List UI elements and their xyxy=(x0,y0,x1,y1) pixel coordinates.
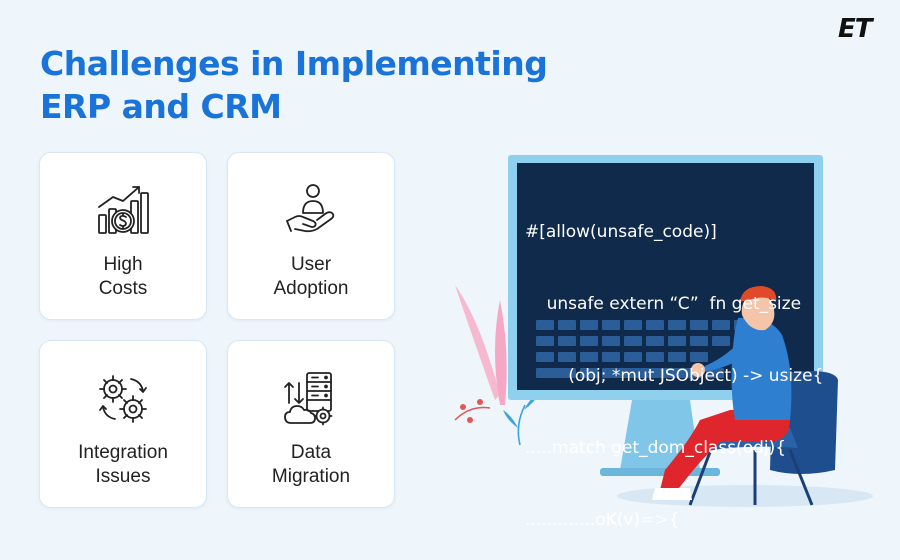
rising-costs-coin-icon xyxy=(98,186,149,234)
developer-figure xyxy=(652,286,792,500)
code-line: #[allow(unsafe_code)] xyxy=(525,222,717,242)
page-title-line-2: ERP and CRM xyxy=(40,87,282,126)
card-label: Integration Issues xyxy=(40,441,206,489)
code-line: .............oK(v)=>{ xyxy=(525,510,680,530)
decorative-plant-left xyxy=(454,285,540,446)
card-label-line-1: Data xyxy=(290,442,332,463)
card-label-line-1: Integration xyxy=(78,442,168,463)
card-label-line-2: Adoption xyxy=(273,278,349,299)
arm xyxy=(700,335,752,372)
card-integration-issues: Integration Issues xyxy=(39,340,207,508)
card-user-adoption: User Adoption xyxy=(227,152,395,320)
card-label-line-2: Issues xyxy=(95,466,151,487)
page-title: Challenges in Implementing ERP and CRM xyxy=(40,42,560,128)
card-label: High Costs xyxy=(40,253,206,301)
hair xyxy=(740,286,777,302)
card-label-line-1: High xyxy=(103,254,143,275)
server-cloud-transfer-icon xyxy=(284,372,333,426)
gears-icon xyxy=(99,375,147,423)
code-line: (obj; *mut JSObject) -> usize{ xyxy=(525,366,824,386)
person-in-hand-icon xyxy=(286,184,335,233)
pants xyxy=(660,409,790,492)
card-label: Data Migration xyxy=(228,441,394,489)
code-line: .....match get_dom_class(odj){ xyxy=(525,438,787,458)
card-data-migration: Data Migration xyxy=(227,340,395,508)
developer-at-monitor-illustration xyxy=(454,155,873,507)
shoe xyxy=(652,488,692,500)
hand xyxy=(691,363,705,377)
card-high-costs: High Costs xyxy=(39,152,207,320)
keyboard xyxy=(536,320,752,378)
page-title-line-1: Challenges in Implementing xyxy=(40,44,548,83)
head xyxy=(741,295,775,331)
code-line: unsafe extern “C” fn get_size xyxy=(525,294,802,314)
card-label-line-2: Costs xyxy=(98,278,148,299)
card-label: User Adoption xyxy=(228,253,394,301)
code-snippet: #[allow(unsafe_code)] unsafe extern “C” … xyxy=(525,172,823,556)
brand-logo: ET xyxy=(838,14,872,44)
card-label-line-2: Migration xyxy=(271,466,351,487)
card-label-line-1: User xyxy=(290,254,332,275)
